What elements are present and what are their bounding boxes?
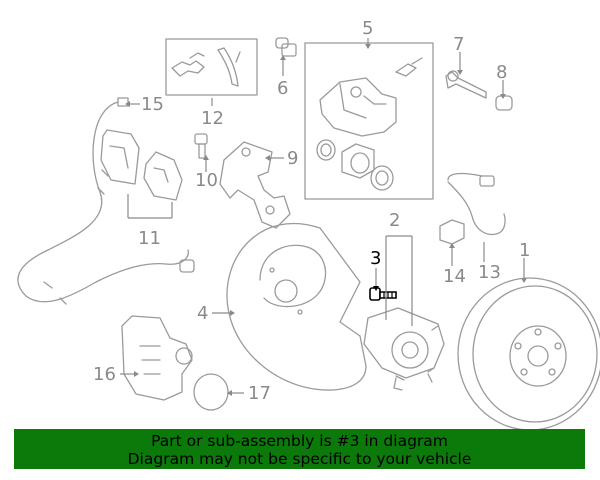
part-1-brake-rotor (457, 277, 600, 430)
callout-12: 12 (201, 108, 224, 129)
part-13-brake-hose (447, 172, 506, 236)
part-7-guide-pin (445, 70, 487, 99)
part-info-banner: Part or sub-assembly is #3 in diagram Di… (14, 429, 585, 469)
arrow-heads (125, 44, 527, 396)
arrow-head-part-3 (373, 286, 379, 291)
part-9-caliper-bracket (219, 141, 291, 229)
callout-6: 6 (277, 78, 288, 99)
banner-line-2: Diagram may not be specific to your vehi… (127, 450, 472, 468)
callout-5: 5 (362, 18, 373, 39)
part-16-actuator (121, 315, 193, 401)
callout-11: 11 (138, 228, 161, 249)
callout-13: 13 (478, 262, 501, 283)
part-10-bolt (194, 133, 208, 159)
banner-line-1: Part or sub-assembly is #3 in diagram (151, 432, 448, 450)
callout-1: 1 (519, 240, 530, 261)
callout-17: 17 (248, 383, 271, 404)
callout-9: 9 (287, 148, 298, 169)
parts-diagram: 5 7 8 6 12 15 9 10 11 2 3 1 13 14 4 16 1… (17, 18, 600, 430)
callout-3-highlighted: 3 (370, 248, 381, 269)
part-8-pin-boot (495, 95, 513, 111)
callout-4: 4 (197, 303, 208, 324)
part-6-bleeder-cap (275, 37, 297, 57)
callout-10: 10 (195, 170, 218, 191)
callout-7: 7 (453, 34, 464, 55)
callout-2: 2 (389, 210, 400, 231)
callout-16: 16 (93, 364, 116, 385)
callout-14: 14 (443, 266, 466, 287)
callout-labels: 5 7 8 6 12 15 9 10 11 2 3 1 13 14 4 16 1… (93, 18, 530, 404)
part-4-dust-shield (226, 222, 367, 391)
part-3-hub-bolt (369, 287, 397, 301)
leader-lines (120, 38, 525, 394)
part-2-hub-bearing (363, 307, 445, 391)
part-5-caliper-box (304, 42, 434, 200)
callout-15: 15 (141, 94, 164, 115)
callout-8: 8 (496, 62, 507, 83)
part-17-o-ring (193, 373, 229, 411)
part-11-brake-pads (100, 129, 183, 201)
part-14-bracket (439, 219, 465, 245)
part-15-sensor-wire (17, 97, 195, 305)
part-12-hardware-kit (165, 38, 258, 96)
